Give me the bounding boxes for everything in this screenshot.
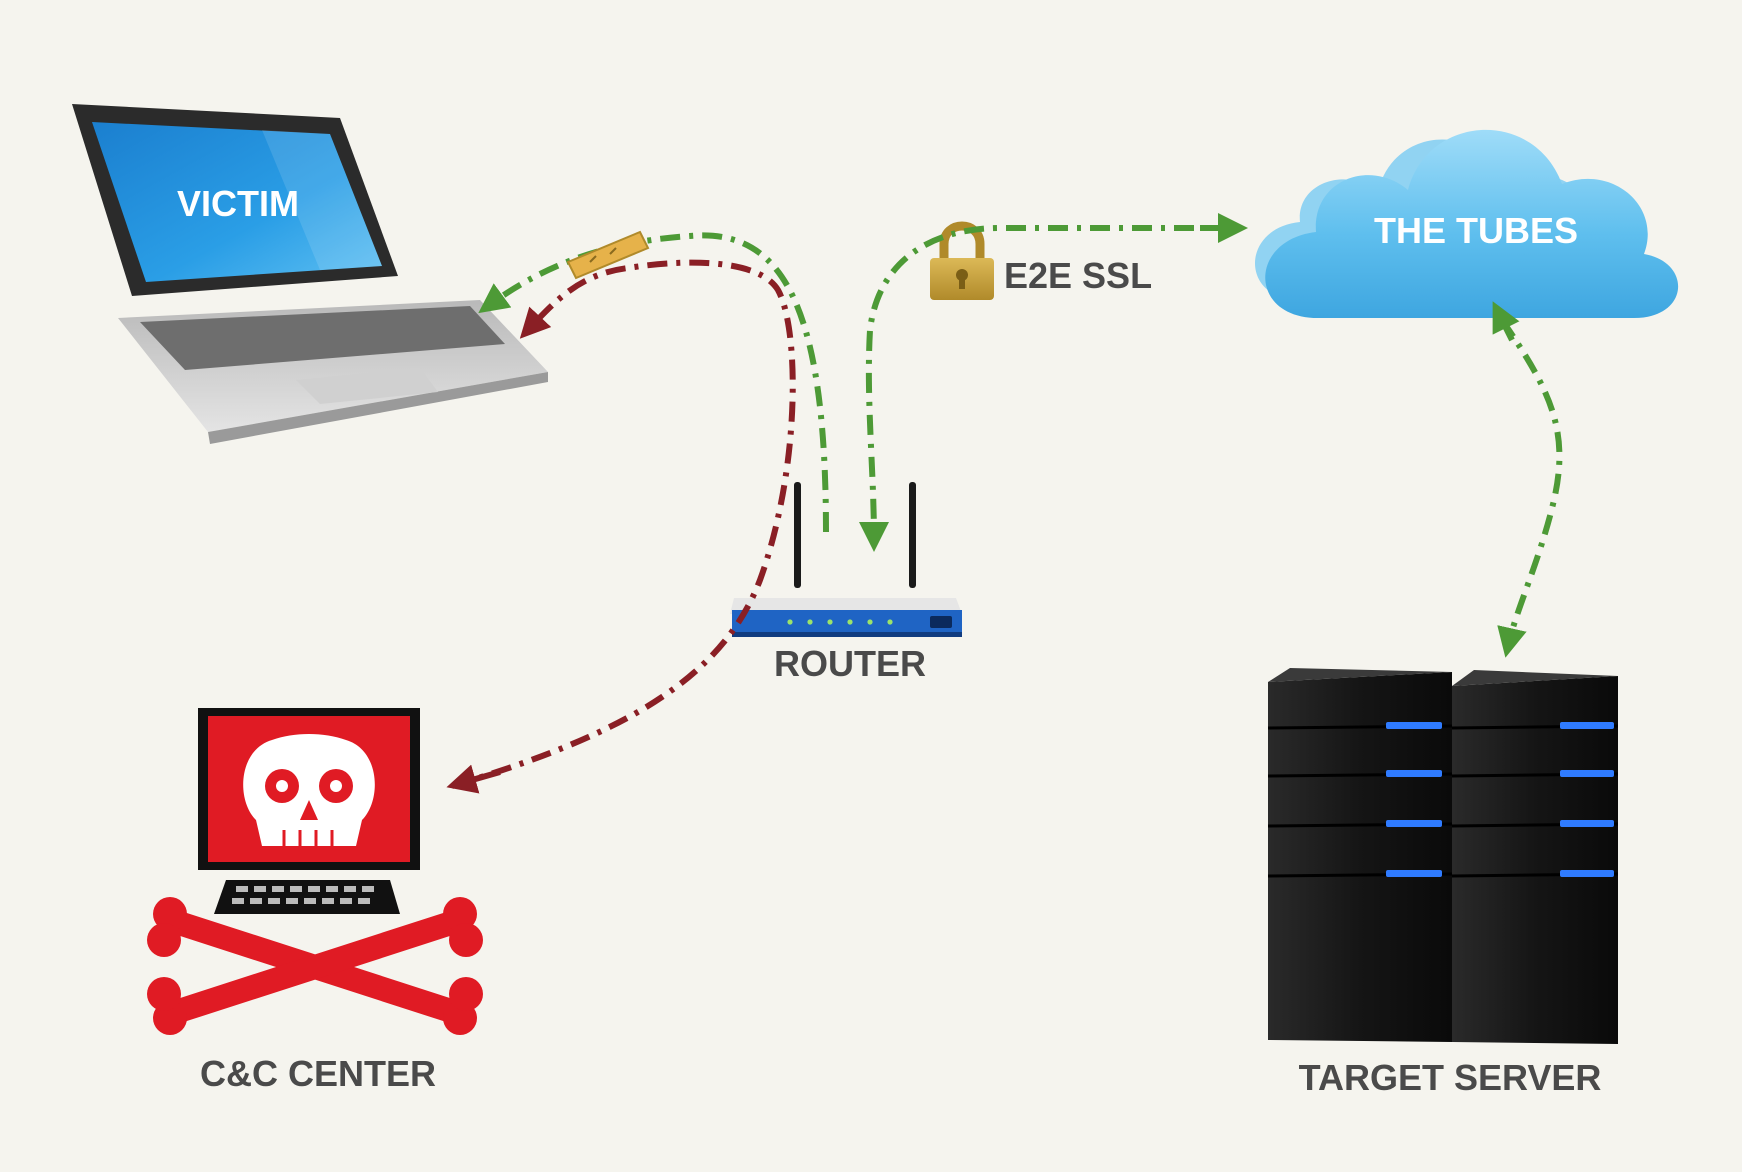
malware-tag-icon xyxy=(566,230,650,280)
cloud-label: THE TUBES xyxy=(1374,210,1578,251)
malicious-flow-cc-to-victim xyxy=(451,259,796,789)
ssl-flow-cloud-to-router xyxy=(858,225,1236,552)
malicious-flow-arrow-cc xyxy=(446,764,501,794)
cc-skull-computer-icon xyxy=(147,708,483,1035)
flow-server-cloud-arrow xyxy=(1492,301,1520,342)
target-server-icon xyxy=(1267,668,1619,1044)
router-icon xyxy=(730,482,962,637)
router-label: ROUTER xyxy=(774,643,926,684)
flow-cloud-server xyxy=(1497,318,1563,658)
lock-icon xyxy=(930,221,994,300)
server-label: TARGET SERVER xyxy=(1299,1057,1602,1098)
legit-flow-router-to-victim xyxy=(478,232,829,533)
victim-laptop-icon xyxy=(72,104,548,444)
ssl-label: E2E SSL xyxy=(1004,255,1152,296)
cloud-icon xyxy=(1255,129,1679,318)
cc-label: C&C CENTER xyxy=(200,1053,436,1094)
victim-label: VICTIM xyxy=(177,183,299,224)
